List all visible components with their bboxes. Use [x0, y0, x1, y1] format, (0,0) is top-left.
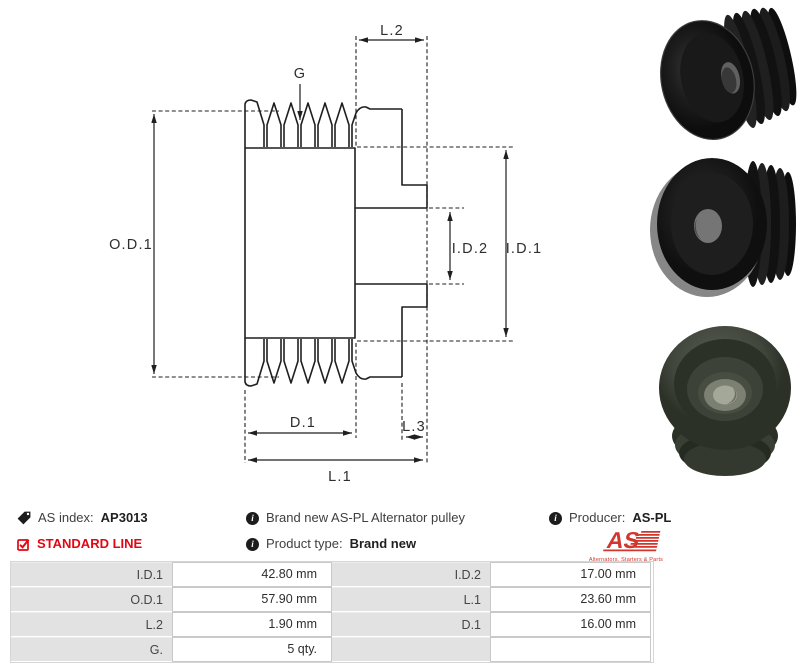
producer-row: i Producer: AS-PL	[549, 510, 671, 526]
od1-extension-lines	[152, 110, 279, 378]
label-l3: L.3	[402, 419, 426, 435]
pulley-outline	[244, 99, 428, 387]
as-pl-logo: AS	[603, 528, 661, 553]
product-type-label: Product type:	[266, 536, 343, 551]
producer-label: Producer:	[569, 510, 626, 525]
product-photo-angled[interactable]	[655, 6, 800, 146]
label-l2: L.2	[380, 23, 404, 39]
pulley-body-path	[244, 147, 356, 339]
pulley-recess	[680, 33, 744, 123]
spec-label-cell: L.1	[332, 587, 490, 612]
pulley-top-group	[659, 326, 791, 476]
dimension-lines	[151, 37, 509, 463]
spec-label-cell: I.D.2	[332, 562, 490, 587]
spec-label-cell: I.D.1	[11, 562, 172, 587]
pulley-front-group	[650, 158, 796, 297]
label-id1: I.D.1	[506, 241, 543, 257]
pulley-bore	[713, 385, 737, 405]
spec-value-cell: 23.60 mm	[490, 587, 651, 612]
spec-table: I.D.1 42.80 mm I.D.2 17.00 mm O.D.1 57.9…	[10, 561, 654, 663]
pulley-angled-group	[660, 7, 797, 141]
as-pl-logo-mark: AS	[603, 528, 661, 553]
standard-line-row: STANDARD LINE	[17, 536, 142, 552]
extension-lines	[152, 36, 514, 463]
spec-value-cell: 42.80 mm	[172, 562, 332, 587]
spec-label-cell: O.D.1	[11, 587, 172, 612]
description-row: i Brand new AS-PL Alternator pulley	[246, 510, 465, 526]
info-icon: i	[246, 537, 259, 551]
as-pl-logo-subtext: Alternators, Starters & Parts	[588, 557, 664, 563]
spec-value-cell: 5 qty.	[172, 637, 332, 662]
spec-value-cell: 1.90 mm	[172, 612, 332, 637]
tag-icon	[17, 511, 31, 525]
spec-value-cell: 17.00 mm	[490, 562, 651, 587]
spec-value-cell	[490, 637, 651, 662]
checkbox-icon	[17, 538, 30, 551]
bottom-extension-lines	[244, 343, 403, 463]
id1-extension-lines	[357, 146, 514, 342]
technical-drawing: O.D.1 G L.2 I.D.2 I.D.1 D.1 L.3 L.1	[109, 23, 543, 485]
pulley-hub-path	[355, 109, 428, 377]
spec-label-cell	[332, 637, 490, 662]
as-index-label: AS index:	[38, 510, 94, 525]
pulley-bore	[694, 209, 722, 243]
as-index-value: AP3013	[100, 510, 148, 525]
product-type-value: Brand new	[349, 536, 417, 551]
product-type-row: i Product type: Brand new	[246, 536, 416, 552]
spec-value-cell: 57.90 mm	[172, 587, 332, 612]
standard-line-label: STANDARD LINE	[37, 536, 143, 551]
as-index-row: AS index: AP3013	[17, 510, 148, 526]
label-l1: L.1	[328, 469, 352, 485]
label-g: G	[294, 66, 306, 82]
pulley-grooves-top-path	[244, 99, 402, 148]
label-d1: D.1	[290, 415, 316, 431]
spec-label-cell: D.1	[332, 612, 490, 637]
label-id2: I.D.2	[452, 241, 489, 257]
info-icon: i	[246, 511, 259, 525]
id2-extension-lines	[429, 207, 464, 285]
info-icon: i	[549, 511, 562, 525]
spec-value-cell: 16.00 mm	[490, 612, 651, 637]
product-photo-top[interactable]	[653, 308, 798, 486]
pulley-grooves-bottom-path	[244, 338, 402, 387]
l2-extension-lines	[355, 36, 428, 463]
product-description: Brand new AS-PL Alternator pulley	[266, 510, 465, 525]
dimension-labels: O.D.1 G L.2 I.D.2 I.D.1 D.1 L.3 L.1	[109, 23, 543, 485]
product-photos	[648, 4, 800, 486]
spec-label-cell: G.	[11, 637, 172, 662]
producer-value: AS-PL	[632, 510, 672, 525]
spec-label-cell: L.2	[11, 612, 172, 637]
product-photo-front[interactable]	[650, 146, 800, 306]
label-od1: O.D.1	[109, 237, 153, 253]
